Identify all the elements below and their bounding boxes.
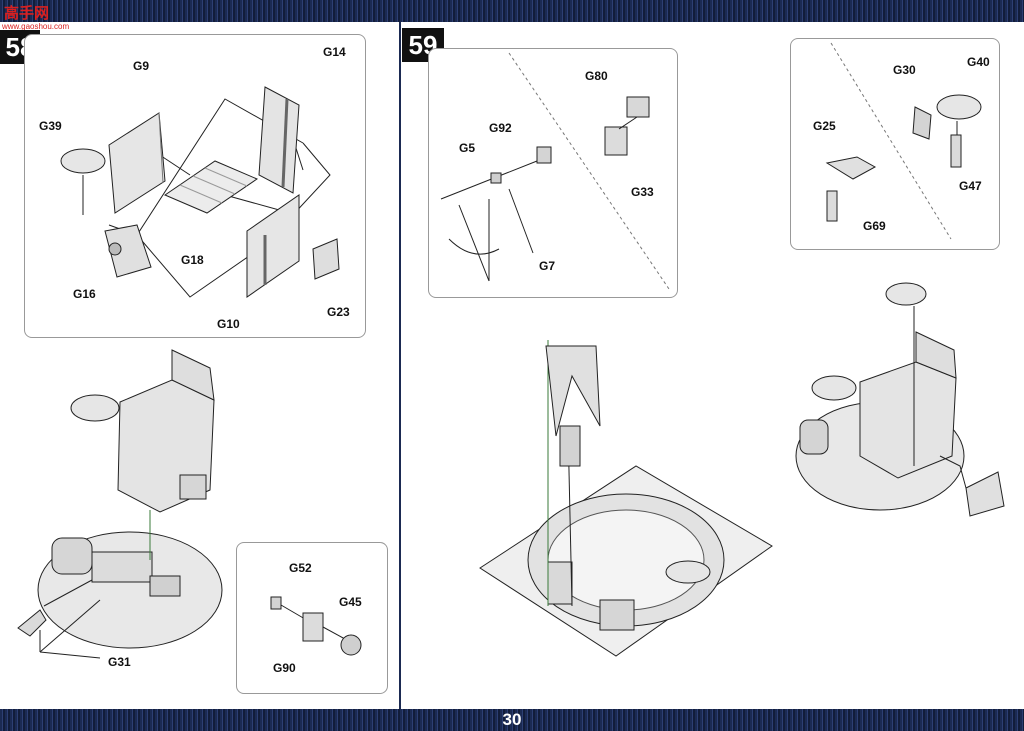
step59-turret-ring-diagram [479, 340, 773, 657]
label-g90: G90 [273, 661, 296, 675]
top-border-band [0, 0, 1024, 22]
step59-left-diagram [440, 52, 670, 290]
label-g14: G14 [323, 45, 346, 59]
label-g92: G92 [489, 121, 512, 135]
step58-detail-diagram [270, 596, 362, 656]
label-g69: G69 [863, 219, 886, 233]
label-g33: G33 [631, 185, 654, 199]
page-number: 30 [502, 710, 522, 729]
page-divider [399, 22, 401, 709]
step59-right-panel: G30 G40 G25 G47 G69 [790, 38, 1000, 250]
label-g39: G39 [39, 119, 62, 133]
label-g30: G30 [893, 63, 916, 77]
step58-parts-diagram [60, 86, 340, 298]
site-watermark-logo: 高手网 www.gaoshou.com [2, 2, 70, 32]
step59-left-panel: G80 G92 G5 G33 G7 [428, 48, 678, 298]
step58-main-assembly-diagram [17, 349, 223, 659]
label-g40: G40 [967, 55, 990, 69]
label-g31: G31 [108, 655, 131, 669]
label-g5: G5 [459, 141, 476, 155]
watermark-url: www.gaoshou.com [2, 22, 70, 31]
label-g47: G47 [959, 179, 982, 193]
step58-detail-panel: G52 G45 G90 [236, 542, 388, 694]
label-g25: G25 [813, 119, 836, 133]
step59-right-diagram [825, 42, 982, 240]
step58-subassembly-panel: G9 G14 G39 G18 G16 G10 G23 [24, 34, 366, 338]
label-g7: G7 [539, 259, 556, 273]
label-g9: G9 [133, 59, 150, 73]
label-g10: G10 [217, 317, 240, 331]
step59-right-assembly-diagram [795, 282, 1005, 517]
bottom-border-band [0, 709, 1024, 731]
label-g52: G52 [289, 561, 312, 575]
label-g80: G80 [585, 69, 608, 83]
watermark-chars: 高手网 [4, 5, 50, 22]
label-g45: G45 [339, 595, 362, 609]
label-g23: G23 [327, 305, 350, 319]
label-g18: G18 [181, 253, 204, 267]
label-g16: G16 [73, 287, 96, 301]
